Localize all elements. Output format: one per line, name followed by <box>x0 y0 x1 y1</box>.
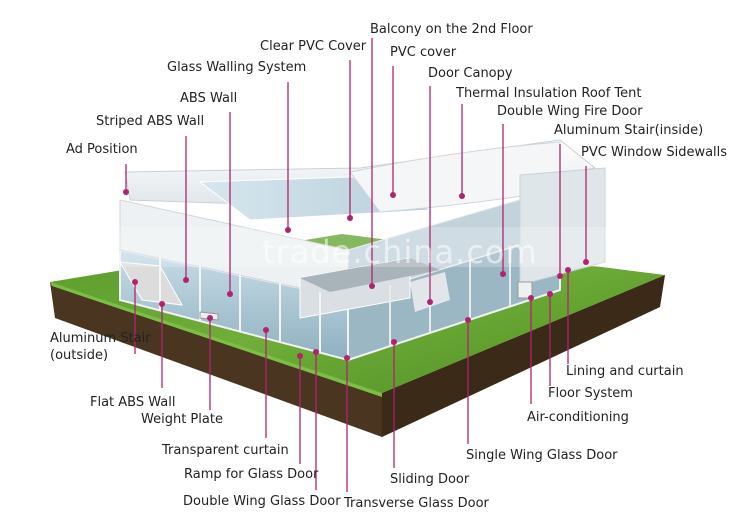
pointer-lines <box>125 38 587 492</box>
label-flat-abs-wall: Flat ABS Wall <box>90 395 176 410</box>
dot-balcony <box>369 283 375 289</box>
label-aluminum-stair-outside-2: (outside) <box>50 348 109 363</box>
dot-pvc-window <box>583 259 589 265</box>
label-ramp-for-glass-door: Ramp for Glass Door <box>184 467 319 482</box>
label-lining-and-curtain: Lining and curtain <box>566 364 684 379</box>
label-aluminum-stair-outside: Aluminum Stair <box>50 331 151 346</box>
dot-ad-position <box>123 189 129 195</box>
tent-building <box>119 139 606 362</box>
label-weight-plate: Weight Plate <box>141 412 223 427</box>
dot-ramp <box>297 353 303 359</box>
dot-floor-system <box>547 291 553 297</box>
label-pvc-cover: PVC cover <box>390 45 457 60</box>
label-balcony: Balcony on the 2nd Floor <box>370 22 533 37</box>
dot-glass-walling <box>285 227 291 233</box>
label-transverse-glass-door: Transverse Glass Door <box>344 496 489 511</box>
label-pvc-window-sidewalls: PVC Window Sidewalls <box>581 145 728 160</box>
dot-transverse-door <box>344 355 350 361</box>
dot-stair-outside <box>132 279 138 285</box>
label-clear-pvc-cover: Clear PVC Cover <box>260 39 367 54</box>
dot-clear-pvc <box>347 215 353 221</box>
dot-air-conditioning <box>528 295 534 301</box>
dot-flat-abs <box>159 301 165 307</box>
dot-roof-tent <box>459 193 465 199</box>
label-ad-position: Ad Position <box>66 142 138 157</box>
label-single-wing-glass-door: Single Wing Glass Door <box>466 448 618 463</box>
label-air-conditioning: Air-conditioning <box>527 410 629 425</box>
dot-stair-inside <box>557 273 563 279</box>
label-aluminum-stair-inside: Aluminum Stair(inside) <box>554 123 704 138</box>
pointer-dots <box>123 189 589 361</box>
dot-door-canopy <box>427 299 433 305</box>
label-floor-system: Floor System <box>548 386 633 401</box>
dot-sliding-door <box>391 339 397 345</box>
dot-weight-plate <box>207 315 213 321</box>
dot-fire-door <box>500 271 506 277</box>
dot-double-wing-door <box>313 349 319 355</box>
label-glass-walling-system: Glass Walling System <box>167 60 307 75</box>
label-striped-abs-wall: Striped ABS Wall <box>96 114 205 129</box>
dot-transparent-curtain <box>263 327 269 333</box>
dot-single-wing-door <box>465 317 471 323</box>
dot-pvc-cover <box>390 192 396 198</box>
label-sliding-door: Sliding Door <box>390 472 470 487</box>
label-abs-wall: ABS Wall <box>180 91 238 106</box>
label-thermal-roof-tent: Thermal Insulation Roof Tent <box>456 86 642 101</box>
watermark: trade.china.com <box>262 233 538 271</box>
dot-abs-wall <box>227 291 233 297</box>
dot-lining <box>565 267 571 273</box>
label-double-wing-fire-door: Double Wing Fire Door <box>497 104 643 119</box>
label-transparent-curtain: Transparent curtain <box>162 443 289 458</box>
watermark-band <box>0 227 750 267</box>
label-double-wing-glass-door: Double Wing Glass Door <box>183 494 341 509</box>
dot-striped-abs <box>183 277 189 283</box>
label-door-canopy: Door Canopy <box>428 66 513 81</box>
